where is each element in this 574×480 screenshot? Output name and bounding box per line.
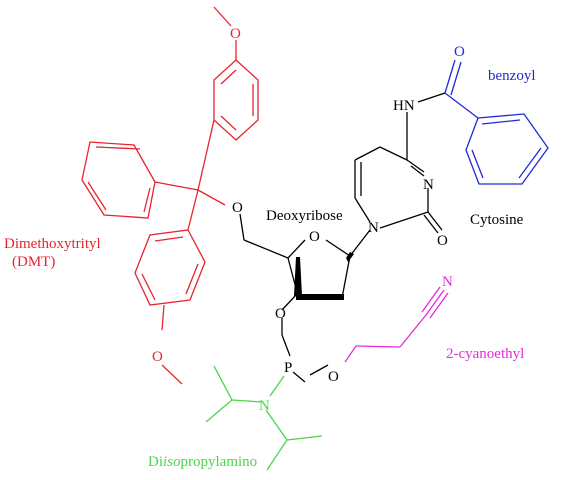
benzoyl-group xyxy=(444,59,549,185)
atom-o-cyanoethyl: O xyxy=(328,369,339,385)
atom-hn: HN xyxy=(393,98,415,114)
label-iso: iso xyxy=(163,454,181,470)
label-cytosine: Cytosine xyxy=(470,212,524,228)
label-propylamino: propylamino xyxy=(181,454,258,470)
sugar-wedges xyxy=(294,252,354,300)
label-di: Di xyxy=(148,454,163,470)
dmt-group xyxy=(81,6,259,385)
label-deoxyribose: Deoxyribose xyxy=(266,208,343,224)
atom-o-c2: O xyxy=(437,233,448,249)
core-skeleton xyxy=(239,92,446,383)
atom-n3: N xyxy=(423,177,434,193)
atom-n1: N xyxy=(368,220,379,236)
atom-n-nitrile: N xyxy=(442,274,453,290)
cyanoethyl-group xyxy=(344,286,449,363)
atom-o-3prime: O xyxy=(275,306,286,322)
atom-p: P xyxy=(284,360,292,376)
atom-o-methoxy-bottom: O xyxy=(152,349,163,365)
atom-o-ring: O xyxy=(309,229,320,245)
diisopropylamino-group xyxy=(205,365,323,471)
label-cyanoethyl: 2-cyanoethyl xyxy=(446,346,524,362)
atom-o-carbonyl: O xyxy=(454,44,465,60)
atom-n-amino: N xyxy=(259,398,270,414)
atom-o-trityl-ether: O xyxy=(232,200,243,216)
label-benzoyl: benzoyl xyxy=(488,68,535,84)
atom-o-methoxy-top: O xyxy=(230,26,241,42)
label-diisopropylamino: Diisopropylamino xyxy=(148,454,257,470)
label-dmt-line2: (DMT) xyxy=(12,254,55,270)
label-dmt-line1: Dimethoxytrityl xyxy=(4,236,101,252)
